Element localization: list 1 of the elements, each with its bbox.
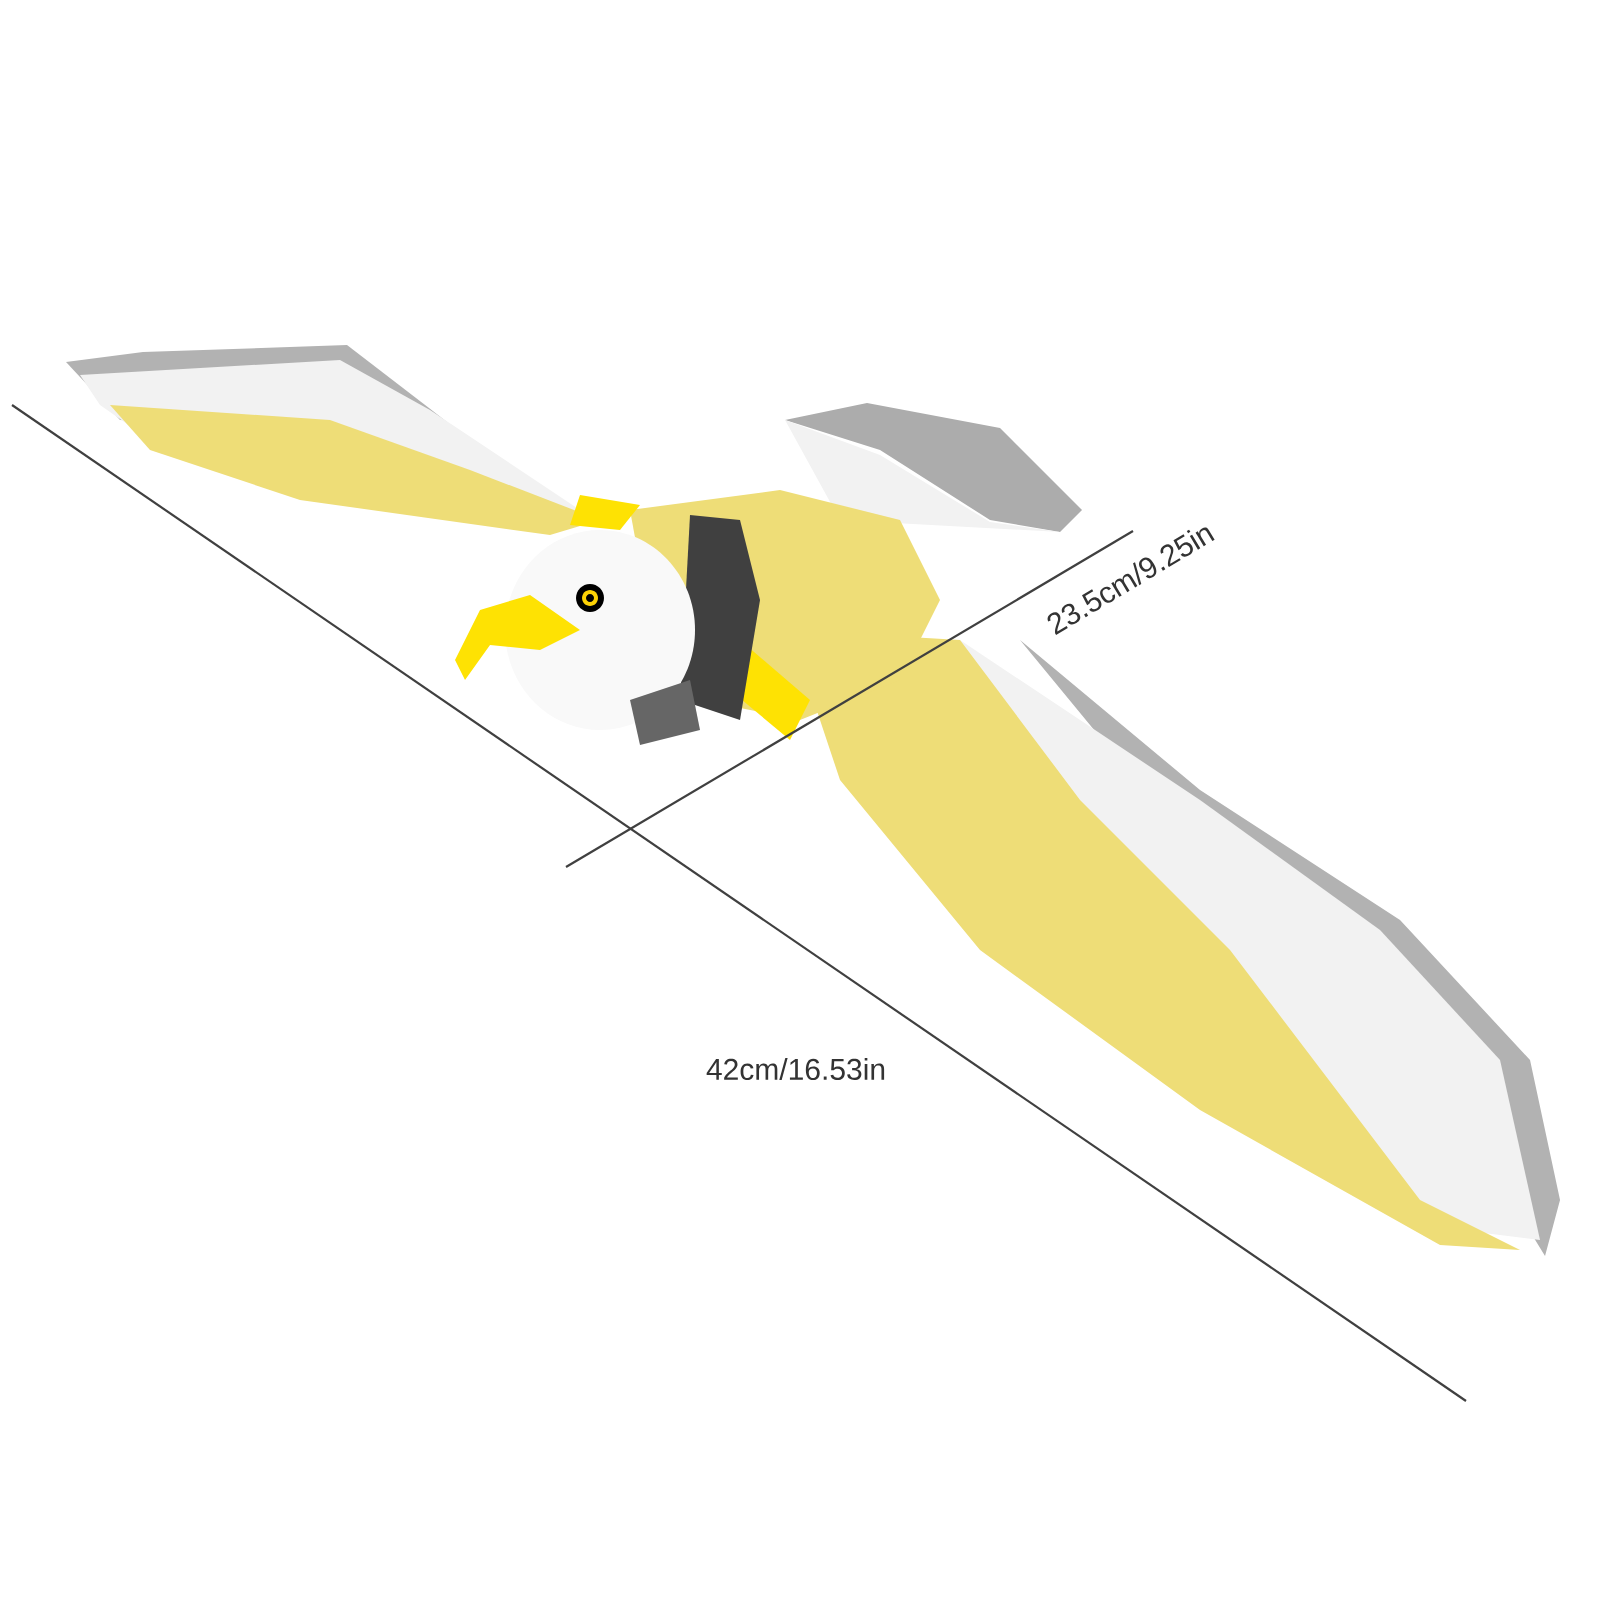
dimension-label: 42cm/16.53in	[706, 1058, 885, 1081]
